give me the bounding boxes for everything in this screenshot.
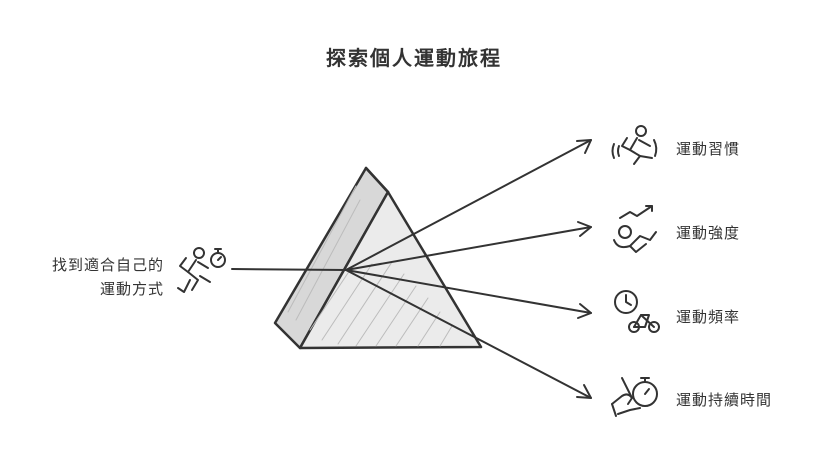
intensity-runner-icon: [613, 205, 657, 253]
input-label-line-1: 找到適合自己的: [51, 256, 164, 274]
prism: [273, 166, 483, 350]
output-ray-frequency: [345, 269, 592, 319]
output-label-habit: 運動習慣: [676, 140, 741, 158]
input-label-line-2: 運動方式: [99, 280, 164, 298]
running-person-icon: [611, 125, 658, 165]
output-ray-duration: [345, 269, 592, 399]
running-person-stopwatch-icon: [177, 247, 226, 293]
input-ray: [231, 268, 347, 271]
output-label-duration: 運動持續時間: [676, 391, 773, 409]
clock-bicycle-icon: [614, 290, 660, 333]
output-ray-intensity: [345, 221, 592, 271]
diagram-title: 探索個人運動旅程: [326, 46, 502, 70]
output-ray-habit: [345, 139, 592, 271]
input-label: 找到適合自己的 運動方式: [52, 253, 164, 301]
output-label-frequency: 運動頻率: [676, 308, 741, 326]
hand-stopwatch-icon: [611, 377, 658, 417]
output-label-intensity: 運動強度: [676, 224, 741, 242]
